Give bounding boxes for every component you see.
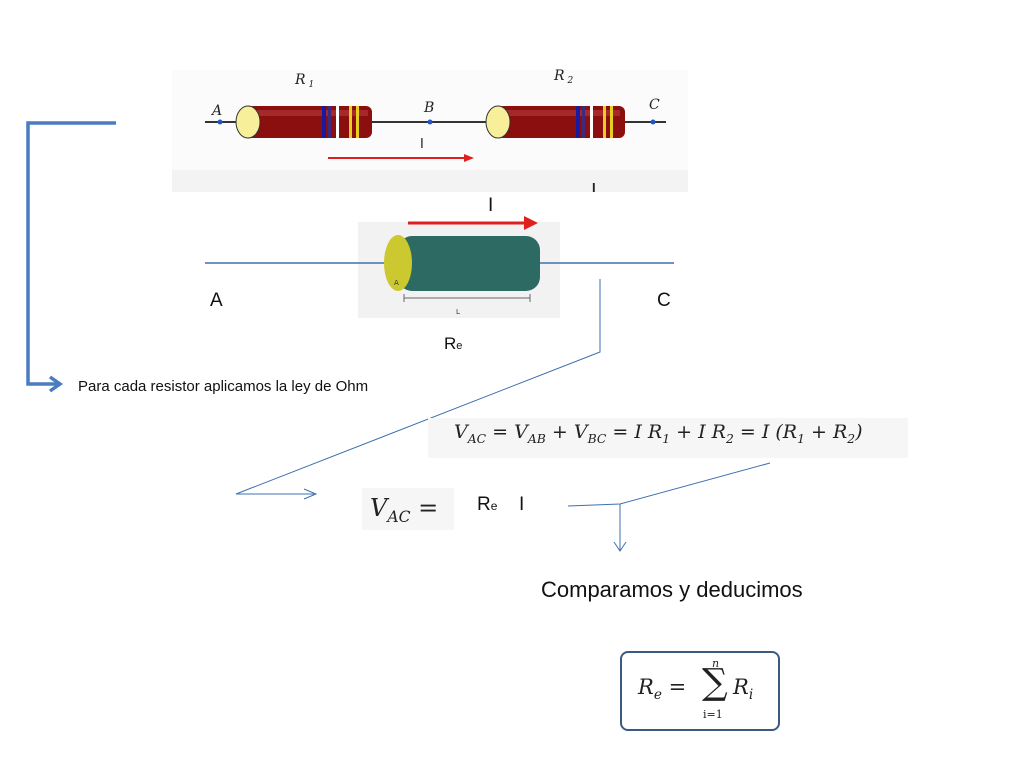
equiv-current-arrowhead xyxy=(524,216,538,230)
resistor-r1 xyxy=(235,105,372,139)
eq-factored: I (R1 + R2) xyxy=(761,421,863,446)
equiv-node-a-label: A xyxy=(210,290,223,311)
band-r2-3 xyxy=(590,106,593,138)
node-a-dot xyxy=(217,119,223,125)
flow-connectors xyxy=(26,121,771,552)
equiv-resistor-body xyxy=(398,236,540,291)
eq-ir2: I R2 xyxy=(698,421,734,446)
band-r1-2 xyxy=(328,106,331,138)
equiv-tick-label: I xyxy=(592,180,596,195)
equiv-current-label: I xyxy=(488,195,493,216)
ohm-law-note: Para cada resistor aplicamos la ley de O… xyxy=(78,378,369,395)
band-r2-1 xyxy=(576,106,580,138)
result-lhs: Re = xyxy=(638,675,687,704)
label-current-top: I xyxy=(420,137,424,152)
band-r2-2 xyxy=(582,106,585,138)
result-term: Ri xyxy=(733,675,754,704)
band-r1-3 xyxy=(336,106,339,138)
node-b-dot xyxy=(427,119,433,125)
equiv-resistor-label: Re xyxy=(444,334,462,353)
band-r1-1 xyxy=(322,106,326,138)
resistor-r1-highlight xyxy=(250,110,368,116)
sum-lower-limit: i=1 xyxy=(703,708,723,721)
band-r1-4 xyxy=(349,106,352,138)
equiv-resistor-cap xyxy=(384,235,412,291)
sum-symbol: ∑ xyxy=(702,662,728,703)
compare-brace xyxy=(567,462,771,507)
node-c-dot xyxy=(650,119,656,125)
label-node-a: A xyxy=(210,103,222,119)
connector-to-equation xyxy=(235,279,601,495)
equivalent-voltage-lhs: VAC = xyxy=(362,488,454,530)
equivalent-resistor-figure: A L I I A C Re xyxy=(205,180,674,353)
label-node-b: B xyxy=(423,100,434,116)
resistor-r2-cap xyxy=(485,105,511,139)
compare-text: Comparamos y deducimos xyxy=(541,577,803,602)
equivalent-current-label: I xyxy=(519,494,525,515)
equiv-cap-label: A xyxy=(394,279,399,287)
band-r2-4 xyxy=(603,106,606,138)
band-r1-5 xyxy=(356,106,359,138)
top-current-arrowhead xyxy=(464,154,474,162)
eq-vac: VAC xyxy=(454,421,487,446)
length-label: L xyxy=(456,308,460,316)
connector-to-equation-arrowhead xyxy=(303,488,318,500)
series-voltage-equation: VAC = VAB + VBC = I R1 + I R2 = I (R1 + … xyxy=(428,418,908,458)
sum-upper-limit: n xyxy=(712,657,720,670)
resistor-r2-highlight xyxy=(500,110,620,116)
result-equation-box: Re = n ∑ i=1 Ri xyxy=(620,651,780,731)
resistor-r2 xyxy=(485,105,625,139)
equivalent-re-label: Re xyxy=(477,494,498,515)
left-bracket-arrow xyxy=(26,121,116,386)
compare-down-arrowhead xyxy=(613,541,627,552)
eq-vbc: VBC xyxy=(573,421,607,446)
band-r2-5 xyxy=(610,106,613,138)
label-node-c: C xyxy=(649,97,660,113)
eq-vab: VAB xyxy=(514,421,546,446)
resistor-r1-cap xyxy=(235,105,261,139)
eq-ir1: I R1 xyxy=(634,421,671,446)
left-bracket-arrowhead xyxy=(48,375,64,393)
equiv-node-c-label: C xyxy=(657,290,671,311)
